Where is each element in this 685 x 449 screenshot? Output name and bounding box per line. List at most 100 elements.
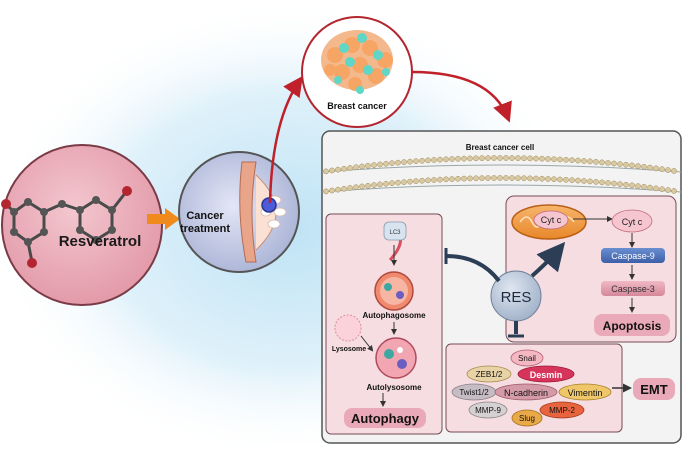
lipid-head	[623, 181, 629, 188]
lipid-head	[599, 179, 605, 186]
lipid-head	[467, 175, 473, 182]
emt-desmin: Desmin	[530, 370, 563, 380]
lipid-head	[533, 175, 539, 182]
lipid-head	[395, 179, 401, 186]
lipid-head	[503, 155, 509, 161]
lipid-head	[653, 165, 659, 172]
lipid-head	[653, 185, 659, 192]
lipid-head	[563, 176, 569, 183]
lipid-head	[569, 177, 575, 184]
lipid-head	[371, 162, 377, 168]
cytc-mito-label: Cyt c	[541, 215, 562, 225]
lipid-head	[377, 181, 383, 188]
lipid-head	[359, 163, 365, 170]
cell-title: Breast cancer cell	[466, 143, 535, 152]
lipid-head	[605, 180, 611, 186]
lipid-head	[425, 157, 431, 164]
lipid-head	[503, 175, 509, 181]
emt-ncad: N-cadherin	[504, 388, 548, 398]
apoptosis-title: Apoptosis	[603, 319, 662, 333]
lipid-head	[395, 159, 401, 166]
lipid-head	[611, 180, 617, 187]
lipid-head	[389, 180, 395, 187]
lipid-head	[581, 158, 587, 164]
arrow-to-cell	[411, 70, 512, 123]
resveratrol-node: Resveratrol	[1, 144, 163, 306]
orange-arrow	[147, 208, 180, 230]
lipid-head	[605, 160, 611, 166]
lipid-head	[437, 176, 443, 183]
emt-twist: Twist1/2	[459, 388, 489, 397]
lipid-head	[473, 175, 479, 182]
lipid-head	[359, 183, 365, 190]
lipid-head	[509, 175, 515, 181]
cell-membrane	[321, 155, 682, 195]
autophagosome-label: Autophagosome	[362, 311, 426, 320]
lipid-head	[323, 188, 329, 195]
res-inhibits-autophagy	[445, 254, 501, 283]
treatment-label-line1: Cancer	[186, 210, 224, 222]
lipid-head	[617, 181, 623, 187]
lipid-head	[539, 155, 545, 162]
breast-cancer-label: Breast cancer	[327, 101, 387, 111]
lipid-head	[449, 176, 455, 182]
autophagy-title: Autophagy	[351, 411, 420, 426]
lipid-head	[455, 175, 461, 182]
lipid-head	[515, 175, 521, 181]
emt-panel: Snail ZEB1/2 Desmin Twist1/2 N-cadherin …	[445, 343, 623, 433]
lipid-head	[419, 177, 425, 184]
lipid-head	[509, 155, 515, 161]
lipid-head	[353, 164, 359, 171]
emt-slug: Slug	[519, 414, 535, 423]
lipid-head	[323, 168, 329, 175]
lipid-head	[587, 178, 593, 185]
lipid-head	[521, 175, 527, 182]
lipid-head	[419, 157, 425, 164]
lipid-head	[461, 175, 467, 182]
lipid-head	[413, 158, 419, 165]
lipid-head	[473, 155, 479, 162]
lipid-head	[407, 158, 413, 165]
lysosome-icon	[334, 314, 362, 342]
emt-mmp2: MMP-2	[549, 406, 575, 415]
emt-zeb: ZEB1/2	[476, 370, 503, 379]
tumor-cluster-icon	[321, 30, 393, 94]
lipid-head	[437, 156, 443, 163]
lipid-head	[377, 161, 383, 168]
lipid-head	[551, 156, 557, 163]
caspase9-label: Caspase-9	[611, 251, 655, 261]
lipid-head	[635, 163, 641, 169]
lipid-head	[575, 157, 581, 164]
cytc-free-label: Cyt c	[622, 217, 643, 227]
treatment-label-line2: treatment	[180, 223, 230, 235]
emt-title: EMT	[640, 382, 668, 397]
lipid-head	[491, 175, 497, 181]
lipid-head	[479, 175, 485, 182]
lipid-head	[575, 177, 581, 184]
lipid-head	[557, 176, 563, 183]
lipid-head	[659, 166, 665, 173]
lipid-head	[407, 178, 413, 185]
cancer-treatment-node: Cancer treatment	[178, 151, 300, 273]
lipid-head	[329, 167, 335, 174]
lipid-head	[341, 185, 347, 192]
lipid-head	[665, 167, 671, 173]
lipid-head	[551, 176, 557, 183]
lipid-head	[431, 157, 437, 163]
lipid-head	[497, 175, 503, 181]
lipid-head	[329, 187, 335, 194]
res-label: RES	[501, 289, 532, 306]
lipid-head	[443, 156, 449, 163]
apoptosis-panel: Cyt c Cyt c Caspase-9 Caspase-3 Apoptosi…	[505, 195, 677, 343]
lipid-head	[527, 175, 533, 182]
lipid-head	[641, 183, 647, 190]
lipid-head	[491, 155, 497, 161]
lipid-head	[497, 155, 503, 161]
caspase3-label: Caspase-3	[611, 284, 655, 294]
lipid-head	[671, 188, 677, 194]
lipid-head	[665, 187, 671, 193]
lipid-head	[347, 185, 353, 191]
lipid-head	[641, 163, 647, 170]
lipid-head	[371, 182, 377, 188]
